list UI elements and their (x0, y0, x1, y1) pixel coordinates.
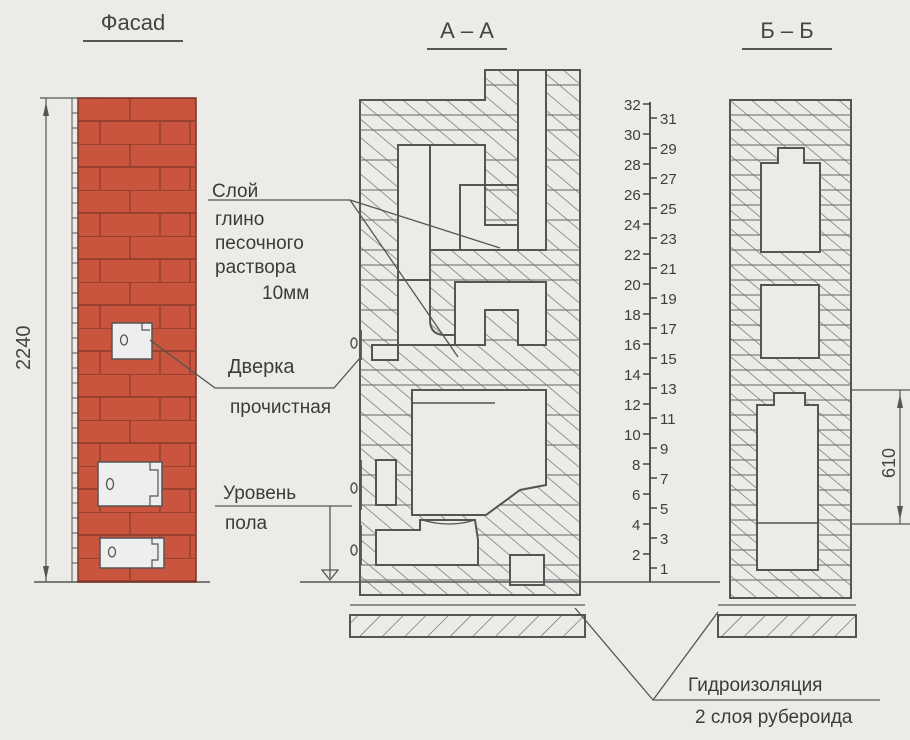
dimension-610: 610 (879, 447, 899, 478)
scale-num: 27 (660, 171, 677, 188)
ash-door-facade (99, 537, 165, 569)
scale-num: 9 (660, 441, 669, 458)
scale-num: 24 (624, 217, 641, 234)
label-layer-1: Слой (212, 181, 259, 202)
scale-num: 12 (624, 397, 641, 414)
scale-num: 2 (632, 547, 641, 564)
label-door-1: Дверка (228, 356, 295, 378)
scale-num: 3 (660, 531, 669, 548)
cleanout-door-facade (111, 322, 153, 360)
label-door-2: прочистная (230, 397, 332, 418)
label-floor-2: пола (225, 513, 268, 534)
scale-num: 18 (624, 307, 641, 324)
scale-num: 8 (632, 457, 641, 474)
scale-num: 20 (624, 277, 641, 294)
scale-num: 11 (660, 411, 676, 428)
dimension-2240: 2240 (13, 325, 35, 371)
scale-num: 4 (632, 517, 641, 534)
section-a-a (300, 69, 720, 638)
scale-num: 19 (660, 291, 677, 308)
scale-num: 31 (660, 111, 677, 128)
leader-lines (149, 199, 880, 701)
grate (421, 519, 476, 525)
scale-num: 26 (624, 187, 641, 204)
section-b-b (717, 99, 910, 638)
scale-num: 13 (660, 381, 677, 398)
scale-num: 17 (660, 321, 677, 338)
label-floor-1: Уровень (223, 483, 297, 504)
scale-num: 28 (624, 157, 641, 174)
scale-num: 21 (660, 261, 677, 278)
label-waterproof-1: Гидроизоляция (688, 675, 823, 696)
scale-num: 30 (624, 127, 641, 144)
title-facade: Фасаd (83, 12, 183, 42)
flue-channels (371, 69, 547, 586)
firebox-door-facade (97, 461, 163, 507)
scale-num: 22 (624, 247, 641, 264)
label-layer-5: 10мм (262, 283, 310, 304)
label-layer-4: раствора (215, 257, 296, 278)
scale-num: 15 (660, 351, 677, 368)
label-layer-3: песочного (215, 233, 304, 254)
label-waterproof-2: 2 слоя рубероида (695, 707, 853, 728)
scale-num: 6 (632, 487, 641, 504)
scale-num: 32 (624, 97, 641, 114)
chambers-b (756, 147, 821, 571)
scale-num: 16 (624, 337, 641, 354)
foundation-b (717, 614, 857, 638)
facade-view (34, 97, 210, 583)
door-handles-a (350, 337, 358, 556)
scale-num: 29 (660, 141, 677, 158)
scale-num: 10 (624, 427, 641, 444)
scale-num: 1 (660, 561, 669, 578)
facade-side-ticks (72, 112, 78, 564)
title-section-a: А – А (427, 20, 507, 50)
foundation-a (349, 614, 586, 638)
scale-num: 14 (624, 367, 641, 384)
scale-num: 25 (660, 201, 677, 218)
scale-num: 5 (660, 501, 669, 518)
scale-num: 23 (660, 231, 677, 248)
scale-num: 7 (660, 471, 669, 488)
title-section-b: Б – Б (742, 20, 832, 50)
label-layer-2: глино (215, 209, 265, 230)
